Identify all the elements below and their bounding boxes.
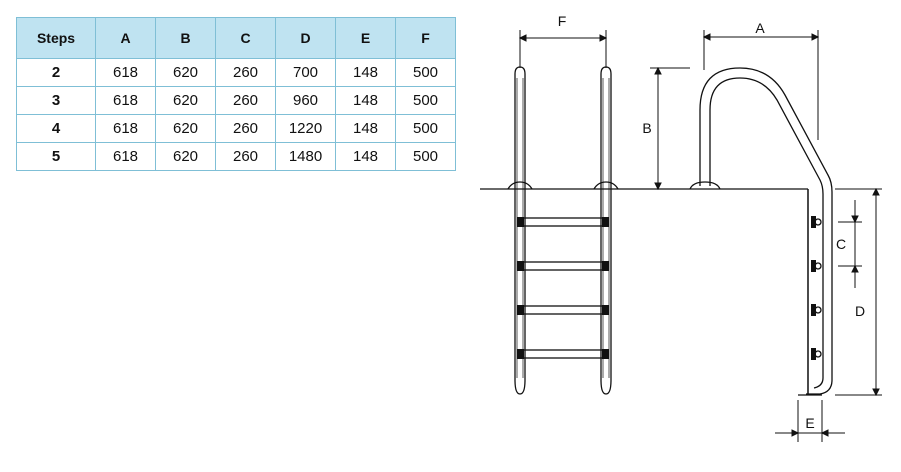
table-cell: 148 (335, 58, 396, 87)
table-cell: 618 (95, 86, 156, 115)
table-header-row: Steps A B C D E F (16, 17, 456, 59)
curved-handrail-inner (709, 77, 824, 389)
ladder-diagram: F A B C D E (480, 13, 882, 442)
dim-f (519, 30, 607, 68)
table-cell: 620 (155, 86, 216, 115)
right-flange (593, 181, 619, 190)
dimensions-table: Steps A B C D E F 2 618 620 260 700 148 … (16, 17, 456, 171)
label-d: D (855, 303, 865, 319)
handrail-flange (689, 181, 721, 190)
table-cell: 148 (335, 86, 396, 115)
side-view-ladder (689, 67, 833, 396)
dimension-lines (518, 30, 882, 442)
table-cell: 618 (95, 58, 156, 87)
step-tread (519, 349, 607, 359)
table-cell-steps: 4 (16, 114, 96, 143)
right-rail (600, 66, 612, 395)
table-cell: 148 (335, 142, 396, 171)
left-rail (514, 66, 526, 395)
table-cell: 618 (95, 114, 156, 143)
table-cell: 260 (215, 86, 276, 115)
table-cell-steps: 3 (16, 86, 96, 115)
step-tread (519, 305, 607, 315)
tread-fixings (517, 217, 609, 359)
header-d: D (275, 17, 336, 59)
label-f: F (558, 13, 567, 29)
table-cell: 960 (275, 86, 336, 115)
label-e: E (805, 415, 814, 431)
table-cell: 618 (95, 142, 156, 171)
table-row: 3 618 620 260 960 148 500 (16, 86, 456, 115)
table-row: 4 618 620 260 1220 148 500 (16, 114, 456, 143)
table-cell: 1220 (275, 114, 336, 143)
pool-deck-line (480, 188, 809, 395)
table-cell: 500 (395, 86, 456, 115)
header-e: E (335, 17, 396, 59)
step-tread (519, 261, 607, 271)
table-cell: 1480 (275, 142, 336, 171)
table-cell: 620 (155, 114, 216, 143)
header-f: F (395, 17, 456, 59)
side-fixings (811, 216, 816, 360)
left-flange (507, 181, 533, 190)
header-steps: Steps (16, 17, 96, 59)
table-cell-steps: 5 (16, 142, 96, 171)
header-a: A (95, 17, 156, 59)
label-c: C (836, 236, 846, 252)
table-cell-steps: 2 (16, 58, 96, 87)
table-cell: 700 (275, 58, 336, 87)
curved-handrail-outer (699, 67, 833, 395)
dim-c (838, 200, 862, 288)
table-row: 5 618 620 260 1480 148 500 (16, 142, 456, 171)
table-cell: 500 (395, 114, 456, 143)
dim-d (835, 188, 882, 396)
dim-e (775, 400, 845, 442)
table-row: 2 618 620 260 700 148 500 (16, 58, 456, 87)
table-cell: 148 (335, 114, 396, 143)
table-cell: 500 (395, 58, 456, 87)
label-a: A (755, 20, 765, 36)
table-cell: 260 (215, 142, 276, 171)
label-b: B (642, 120, 651, 136)
table-cell: 260 (215, 114, 276, 143)
rear-rail (798, 189, 822, 396)
table-cell: 500 (395, 142, 456, 171)
header-c: C (215, 17, 276, 59)
table-cell: 620 (155, 58, 216, 87)
front-view-ladder (507, 66, 619, 395)
step-tread (519, 217, 607, 227)
table-cell: 260 (215, 58, 276, 87)
table-cell: 620 (155, 142, 216, 171)
header-b: B (155, 17, 216, 59)
dim-b (650, 67, 690, 190)
